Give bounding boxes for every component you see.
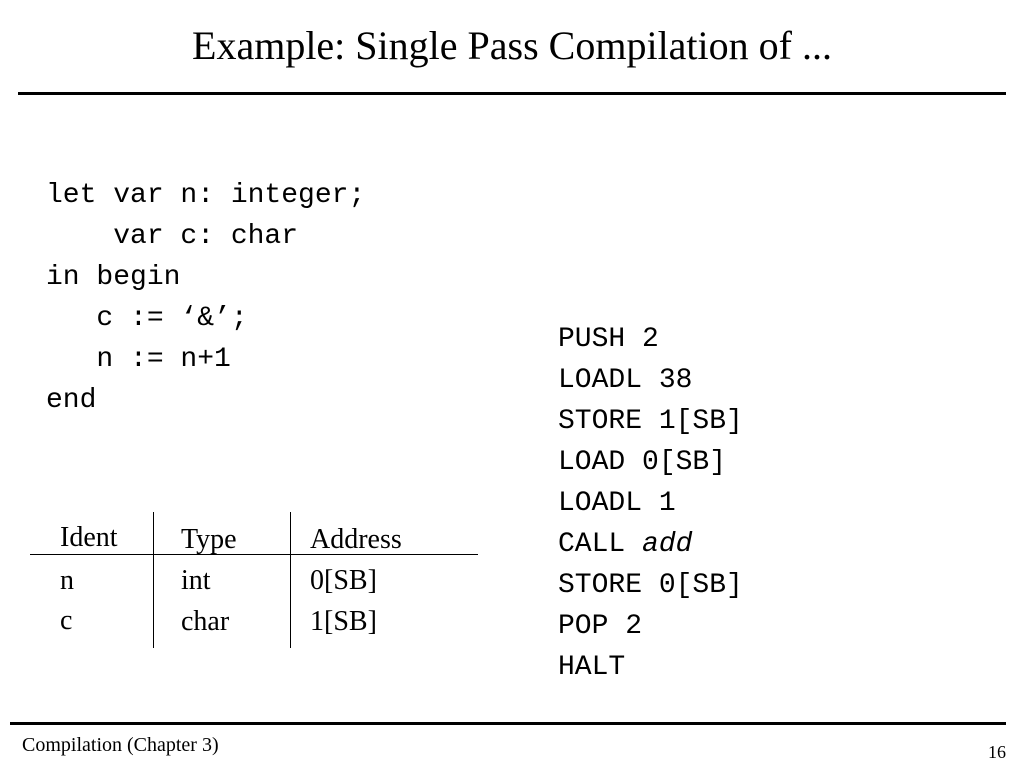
target-line: LOADL 38 <box>558 365 693 396</box>
target-line: STORE 1[SB] <box>558 406 743 437</box>
target-line: CALL add <box>558 529 693 560</box>
source-line: let var n: integer; <box>46 180 366 211</box>
table-cell-ident: n <box>60 565 74 596</box>
table-column-divider <box>153 512 154 648</box>
title-divider <box>18 92 1006 95</box>
table-cell-address: 0[SB] <box>310 565 377 596</box>
table-header-ident: Ident <box>60 522 118 553</box>
target-line: STORE 0[SB] <box>558 570 743 601</box>
table-cell-type: int <box>181 565 211 596</box>
table-header-address: Address <box>310 524 402 555</box>
source-line: n := n+1 <box>46 344 231 375</box>
target-line: HALT <box>558 652 626 683</box>
source-line: c := ‘&’; <box>46 303 248 334</box>
target-line: LOADL 1 <box>558 488 676 519</box>
page-number: 16 <box>988 742 1006 762</box>
table-cell-address: 1[SB] <box>310 606 377 637</box>
target-line: LOAD 0[SB] <box>558 447 727 478</box>
source-line: end <box>46 385 97 416</box>
target-line: POP 2 <box>558 611 643 642</box>
table-cell-type: char <box>181 606 230 637</box>
source-line: var c: char <box>46 221 299 252</box>
source-line: in begin <box>46 262 181 293</box>
footer-divider <box>10 722 1006 725</box>
slide-title: Example: Single Pass Compilation of ... <box>192 23 832 68</box>
table-column-divider <box>290 512 291 648</box>
footer-text: Compilation (Chapter 3) <box>22 734 219 756</box>
target-line: PUSH 2 <box>558 324 659 355</box>
table-header-divider <box>30 554 478 555</box>
target-code-block: PUSH 2 LOADL 38 STORE 1[SB] LOAD 0[SB] LOADL… <box>558 278 743 729</box>
table-header-type: Type <box>181 524 237 555</box>
table-cell-ident: c <box>60 605 73 636</box>
